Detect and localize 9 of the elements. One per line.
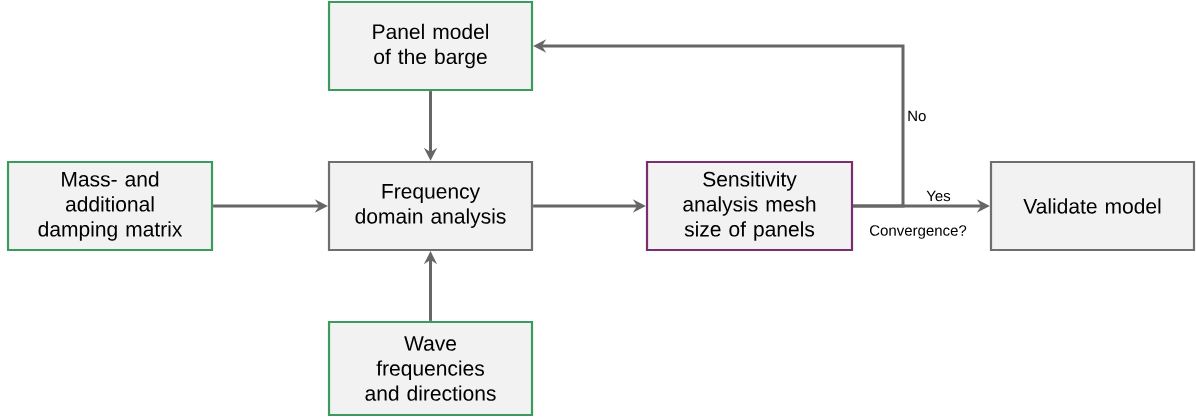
process-box: Validate model: [989, 160, 1196, 252]
process-box: Frequency domain analysis: [327, 160, 534, 252]
edge-label: Yes: [925, 189, 952, 203]
process-box: Wave frequencies and directions: [327, 320, 534, 417]
process-box: Sensitivity analysis mesh size of panels: [645, 160, 854, 252]
branch-label: Convergence?: [870, 225, 967, 239]
edge-label: No: [906, 109, 928, 123]
process-box: Panel model of the barge: [327, 0, 534, 92]
process-box: Mass- and additional damping matrix: [6, 160, 214, 252]
